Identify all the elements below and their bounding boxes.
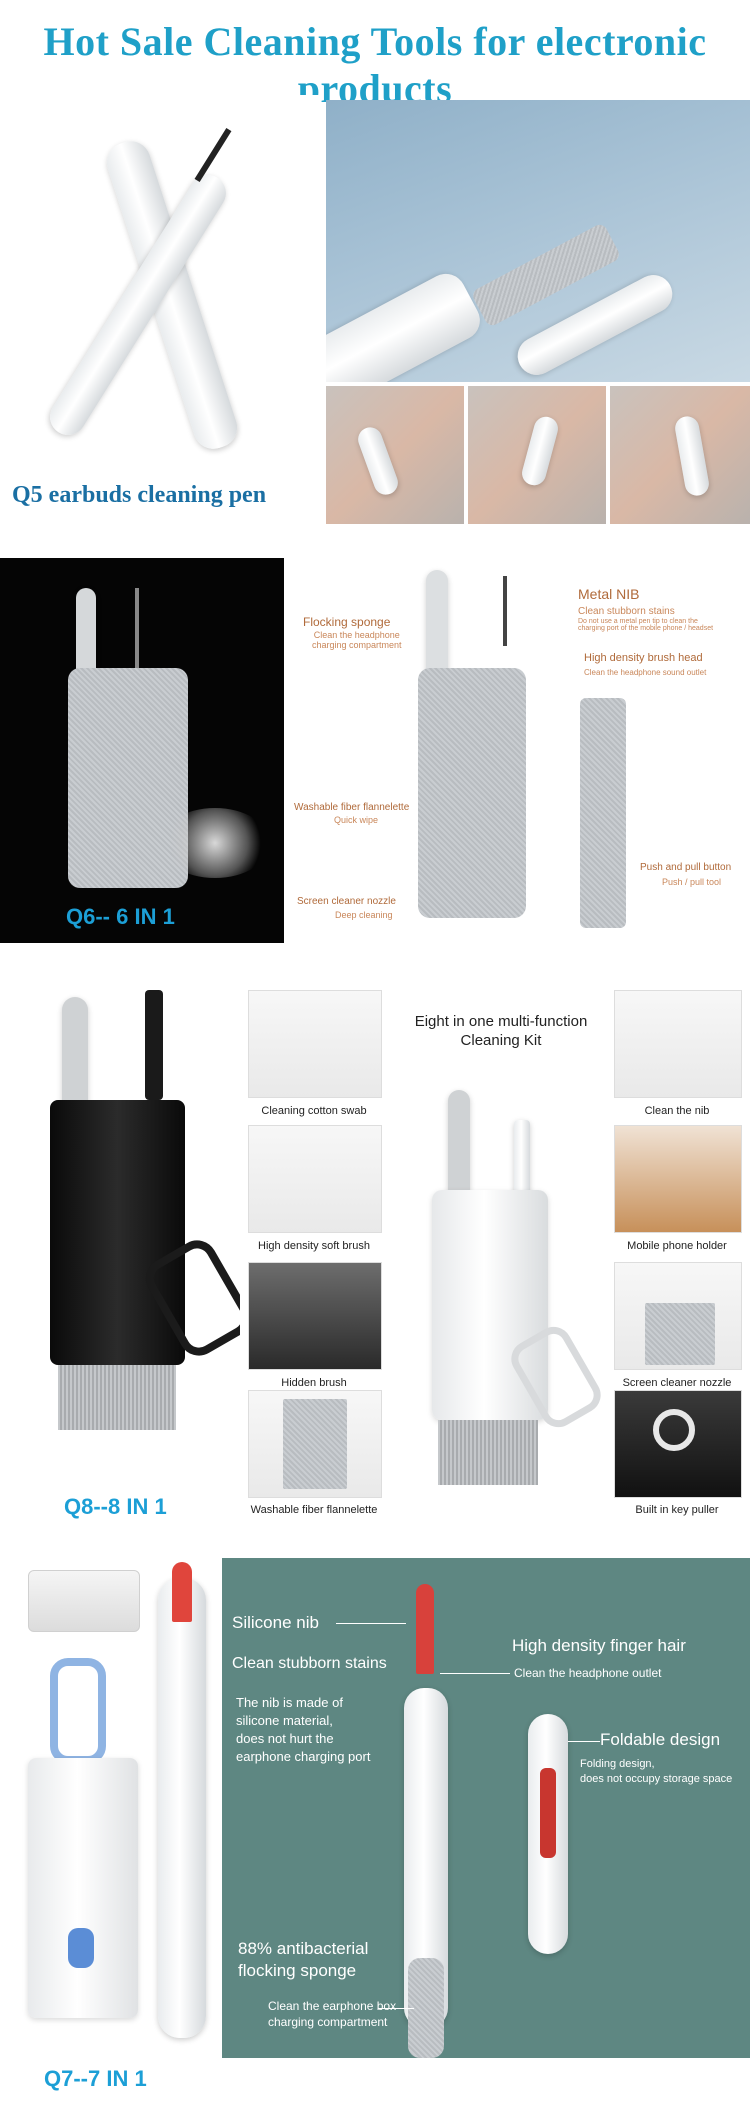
q8-thumb-key-puller <box>614 1390 742 1498</box>
q7-kit-photo <box>0 1558 222 2058</box>
q6-label-metal-note: Do not use a metal pen tip to clean the … <box>578 618 714 632</box>
q8-label-hidden-brush: Hidden brush <box>281 1377 347 1389</box>
q7-label-stubborn: Clean stubborn stains <box>232 1655 387 1672</box>
q7-blue-button <box>68 1928 94 1968</box>
q5-caption: Q5 earbuds cleaning pen <box>12 482 267 508</box>
q5-usage-photo-2 <box>468 386 606 524</box>
q7-silicone-line <box>336 1623 406 1624</box>
q8-black-brush <box>58 1365 176 1430</box>
q8-thumb-clean-nib <box>614 990 742 1098</box>
q5-nib <box>194 127 232 183</box>
q6-label-flocking: Flocking sponge <box>303 615 391 629</box>
q6-label-nozzle-sub: Deep cleaning <box>335 910 393 920</box>
q8-thumb-cotton-swab <box>248 990 382 1098</box>
q6-label-metal: Metal NIB <box>578 586 640 602</box>
q6-label-brush: High density brush head <box>584 652 703 664</box>
q8-label-soft-brush: High density soft brush <box>258 1240 370 1252</box>
q8-white-brush <box>438 1420 538 1485</box>
q8-black-kit-photo <box>0 975 240 1485</box>
q8-caption: Q8--8 IN 1 <box>64 1494 167 1519</box>
q8-heading: Eight in one multi-function Cleaning Kit <box>414 1013 588 1049</box>
q6-diagram-side <box>580 698 626 928</box>
q7-label-finger: High density finger hair <box>512 1636 686 1655</box>
q7-label-antibac-sub: Clean the earphone box charging compartm… <box>268 1999 397 2029</box>
q5-usage-photo-3 <box>610 386 750 524</box>
q7-red-tip <box>172 1562 192 1622</box>
q6-diagram-body <box>418 668 526 918</box>
q8-black-body <box>50 1100 185 1365</box>
q8-label-phone-holder: Mobile phone holder <box>627 1240 727 1252</box>
q6-mist <box>160 808 270 878</box>
q7-caption: Q7--7 IN 1 <box>44 2066 147 2091</box>
q6-label-metal-sub: Clean stubborn stains <box>578 606 675 617</box>
q8-black-sponge <box>62 997 88 1117</box>
q7-blue-tool <box>50 1658 106 1764</box>
q8-thumb-screen-nozzle <box>614 1262 742 1370</box>
q7-finger-line <box>440 1673 510 1674</box>
q6-label-push: Push and pull button <box>640 862 732 873</box>
q6-diagram-sponge <box>426 570 448 680</box>
q6-label-fiber-sub: Quick wipe <box>334 815 379 825</box>
q6-diagram-nib <box>503 576 507 646</box>
q8-thumb-flannelette <box>248 1390 382 1498</box>
q7-antibac-line <box>378 2008 414 2009</box>
q7-side-pen <box>158 1578 206 2038</box>
q7-teal-sponge <box>408 1958 444 2058</box>
q7-lid <box>28 1570 140 1632</box>
q8-key-puller-ring <box>653 1409 695 1451</box>
q8-label-flannelette: Washable fiber flannelette <box>250 1504 378 1516</box>
q6-label-fiber: Washable fiber flannelette <box>294 802 410 813</box>
q7-label-silicone: Silicone nib <box>232 1613 319 1632</box>
q8-white-body <box>432 1190 548 1420</box>
q8-label-cotton-swab: Cleaning cotton swab <box>261 1105 367 1117</box>
q7-label-foldable-sub: Folding design, does not occupy storage … <box>580 1758 733 1785</box>
q6-diagram <box>290 558 750 943</box>
page-title: Hot Sale Cleaning Tools for electronic p… <box>43 19 707 111</box>
q7-teal-panel <box>222 1558 750 2058</box>
q6-label-brush-sub: Clean the headphone sound outlet <box>584 668 707 677</box>
q7-body <box>28 1758 138 2018</box>
q6-metal-nib <box>135 588 139 668</box>
q5-earbud-3 <box>673 414 711 498</box>
q6-dark-photo <box>0 558 284 943</box>
q6-label-push-sub: Push / pull tool <box>662 877 722 887</box>
q8-white-nib <box>514 1120 530 1200</box>
q5-tube-cap <box>326 266 487 382</box>
q7-label-antibac: 88% antibacterial flocking sponge <box>238 1939 369 1980</box>
q7-label-foldable: Foldable design <box>600 1730 721 1749</box>
q5-earbud-2 <box>519 414 561 488</box>
q7-label-finger-sub: Clean the headphone outlet <box>514 1666 662 1680</box>
q6-label-nozzle: Screen cleaner nozzle <box>297 896 396 907</box>
q8-nozzle-felt <box>645 1303 715 1365</box>
q8-label-screen-nozzle: Screen cleaner nozzle <box>622 1377 732 1389</box>
q8-black-nib <box>145 990 163 1100</box>
q7-teal-red-tip <box>416 1584 434 1674</box>
q7-foldable-line <box>568 1741 600 1742</box>
q8-label-key-puller: Built in key puller <box>635 1504 719 1516</box>
q8-thumb-soft-brush <box>248 1125 382 1233</box>
q6-label-flocking-sub: Clean the headphone charging compartment <box>312 630 402 650</box>
q8-label-clean-nib: Clean the nib <box>644 1105 710 1117</box>
q8-flannelette-felt <box>283 1399 347 1489</box>
q8-white-sponge <box>448 1090 470 1200</box>
q8-thumb-hidden-brush <box>248 1262 382 1370</box>
q7-teal-fold-red <box>540 1768 556 1858</box>
q5-usage-photo-1 <box>326 386 464 524</box>
q5-pen-photo <box>0 95 320 485</box>
q8-thumb-phone-holder <box>614 1125 742 1233</box>
q7-label-nib-desc: The nib is made of silicone material, do… <box>236 1695 371 1764</box>
q5-earbud-1 <box>354 424 402 498</box>
q5-main-photo <box>326 100 750 382</box>
q8-white-kit-photo <box>414 1080 610 1510</box>
q6-caption: Q6-- 6 IN 1 <box>66 904 175 929</box>
